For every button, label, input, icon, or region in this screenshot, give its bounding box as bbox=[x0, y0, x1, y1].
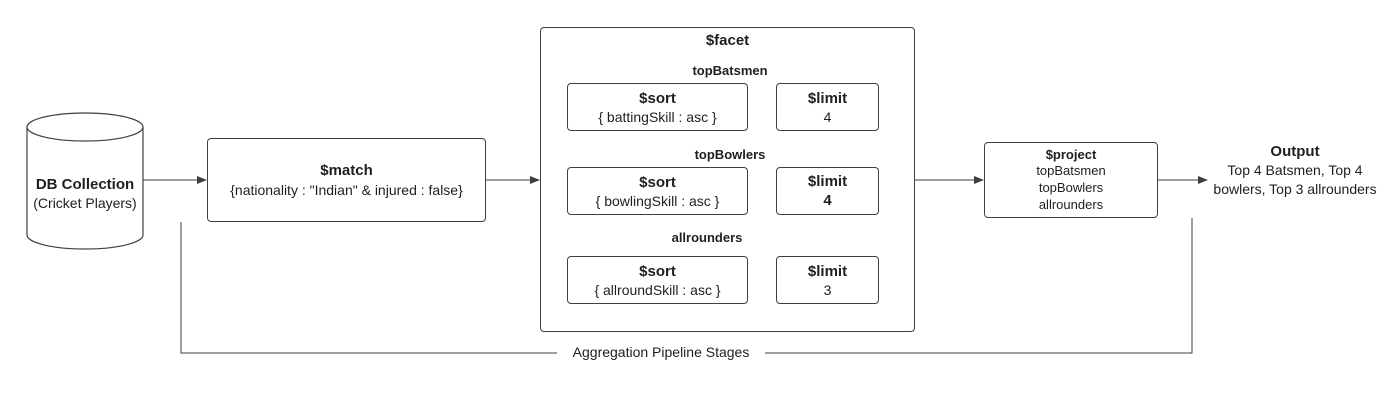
sort-box-topbowlers: $sort { bowlingSkill : asc } bbox=[567, 167, 748, 215]
sort-title: $sort bbox=[639, 89, 676, 107]
output: Output Top 4 Batsmen, Top 4 bowlers, Top… bbox=[1210, 143, 1380, 199]
facet-title: $facet bbox=[705, 32, 750, 49]
limit-title: $limit bbox=[807, 262, 848, 280]
limit-title: $limit bbox=[807, 173, 848, 190]
limit-box-allrounders: $limit 3 bbox=[776, 256, 879, 304]
limit-box-topbatsmen: $limit 4 bbox=[776, 83, 879, 131]
pipeline-label: Aggregation Pipeline Stages bbox=[572, 344, 750, 360]
sort-body: { allroundSkill : asc } bbox=[594, 281, 721, 298]
project-stage: $project topBatsmen topBowlers allrounde… bbox=[984, 142, 1158, 218]
pipeline-bracket-left bbox=[180, 222, 557, 354]
project-field-topbowlers: topBowlers bbox=[1038, 180, 1104, 195]
match-stage: $match {nationality : "Indian" & injured… bbox=[207, 138, 486, 222]
sort-box-allrounders: $sort { allroundSkill : asc } bbox=[567, 256, 748, 304]
limit-value: 4 bbox=[823, 108, 832, 125]
sort-box-topbatsmen: $sort { battingSkill : asc } bbox=[567, 83, 748, 131]
sort-title: $sort bbox=[639, 173, 676, 191]
match-title: $match bbox=[320, 162, 373, 179]
db-title: DB Collection bbox=[35, 176, 135, 193]
limit-value: 3 bbox=[823, 281, 832, 298]
limit-value: 4 bbox=[823, 192, 832, 209]
project-title: $project bbox=[1045, 147, 1097, 162]
limit-box-topbowlers: $limit 4 bbox=[776, 167, 879, 215]
db-collection: DB Collection (Cricket Players) bbox=[27, 176, 143, 211]
pipeline-bracket-right bbox=[765, 218, 1193, 354]
group-label-allrounders: allrounders bbox=[671, 230, 743, 245]
sort-body: { battingSkill : asc } bbox=[598, 108, 717, 125]
limit-title: $limit bbox=[807, 89, 848, 107]
match-body: {nationality : "Indian" & injured : fals… bbox=[230, 182, 463, 198]
sort-body: { bowlingSkill : asc } bbox=[595, 192, 720, 209]
group-label-topbatsmen: topBatsmen bbox=[692, 63, 768, 78]
db-subtitle: (Cricket Players) bbox=[33, 195, 137, 211]
output-title: Output bbox=[1270, 143, 1320, 160]
project-field-allrounders: allrounders bbox=[1038, 197, 1104, 212]
sort-title: $sort bbox=[639, 262, 676, 280]
output-body: Top 4 Batsmen, Top 4 bowlers, Top 3 allr… bbox=[1213, 162, 1377, 197]
database-cylinder-icon bbox=[26, 112, 144, 250]
project-field-topbatsmen: topBatsmen bbox=[1036, 163, 1106, 178]
group-label-topbowlers: topBowlers bbox=[694, 147, 766, 162]
